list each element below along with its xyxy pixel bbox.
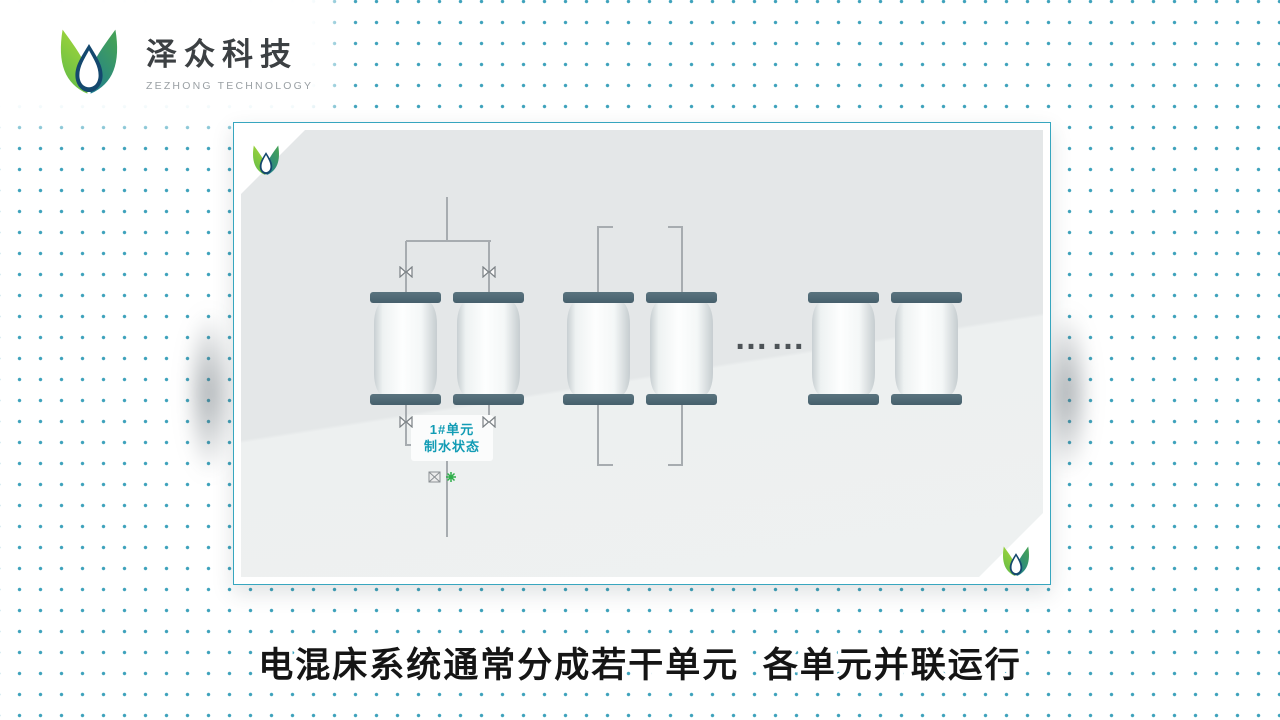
vessel xyxy=(453,292,524,405)
pipe-top-drop-right xyxy=(488,241,490,293)
card-corner-logo-icon xyxy=(1002,546,1030,577)
pipe-top-drop-left xyxy=(405,241,407,293)
vessel-cap-top xyxy=(646,292,717,303)
logo-backdrop xyxy=(0,0,335,125)
zezhong-logo-icon xyxy=(60,29,118,94)
subtitle-caption: 电混床系统通常分成若干单元 各单元并联运行 电混床系统通常分成若干单元 各单元并… xyxy=(0,637,1280,689)
pipe-u2-bottom-right xyxy=(681,404,683,466)
mixed-bed-system-diagram: 1#单元 制水状态 …… xyxy=(234,123,1050,584)
vessel-cap-bottom xyxy=(453,394,524,405)
vessel-cap-top xyxy=(808,292,879,303)
vessel xyxy=(646,292,717,405)
vessel-cap-top xyxy=(453,292,524,303)
vessel xyxy=(370,292,441,405)
valve-icon xyxy=(399,266,413,278)
valve-actuator-icon xyxy=(428,471,456,483)
vessel-cap-top xyxy=(563,292,634,303)
subtitle-text: 电混床系统通常分成若干单元 各单元并联运行 xyxy=(258,646,1022,685)
vessel-body xyxy=(457,302,520,395)
vessel-cap-bottom xyxy=(891,394,962,405)
vessel-body xyxy=(650,302,713,395)
valve-icon xyxy=(482,266,496,278)
subtitle-outline: 电混床系统通常分成若干单元 各单元并联运行 xyxy=(255,643,1023,689)
valve-icon xyxy=(482,416,496,428)
pipe-inlet-riser xyxy=(446,197,448,241)
pipe-u2-top-right-stub xyxy=(668,226,682,228)
vessel-cap-bottom xyxy=(646,394,717,405)
vessel xyxy=(563,292,634,405)
carousel-prev-card-shadow xyxy=(186,308,232,478)
more-units-ellipsis: …… xyxy=(734,319,808,357)
vessel xyxy=(808,292,879,405)
vessel-cap-top xyxy=(370,292,441,303)
pipe-u2-top-right xyxy=(681,226,683,293)
pipe-top-header xyxy=(406,240,491,242)
card-corner-logo-icon xyxy=(252,145,280,176)
unit-status: 制水状态 xyxy=(423,439,480,454)
vessel-cap-bottom xyxy=(808,394,879,405)
vessel-body xyxy=(374,302,437,395)
pipe-u2-bottom-right-stub xyxy=(668,464,682,466)
vessel-body xyxy=(812,302,875,395)
brand-name-en: ZEZHONG TECHNOLOGY xyxy=(146,79,314,92)
vessel-body xyxy=(567,302,630,395)
valve-icon xyxy=(399,416,413,428)
brand-text: 泽众科技 ZEZHONG TECHNOLOGY xyxy=(146,29,313,92)
pipe-outlet-line xyxy=(446,444,448,537)
carousel-next-card-shadow xyxy=(1044,308,1090,478)
brand-name-cn: 泽众科技 xyxy=(146,36,298,72)
vessel-cap-bottom xyxy=(563,394,634,405)
unit-name: 1#单元 xyxy=(429,422,475,437)
vessel-cap-bottom xyxy=(370,394,441,405)
pipe-u2-bottom-left-stub xyxy=(599,464,613,466)
pipe-u2-top-left-stub xyxy=(599,226,613,228)
brand-header: 泽众科技 ZEZHONG TECHNOLOGY xyxy=(48,20,313,100)
slide-card: 1#单元 制水状态 …… xyxy=(233,122,1051,585)
vessel xyxy=(891,292,962,405)
pipe-u2-bottom-left xyxy=(597,404,599,466)
vessel-cap-top xyxy=(891,292,962,303)
pipe-u2-top-left xyxy=(597,226,599,293)
pipe-bottom-drop-left xyxy=(405,404,407,446)
unit-status-label: 1#单元 制水状态 xyxy=(411,415,493,461)
vessel-body xyxy=(895,302,958,395)
